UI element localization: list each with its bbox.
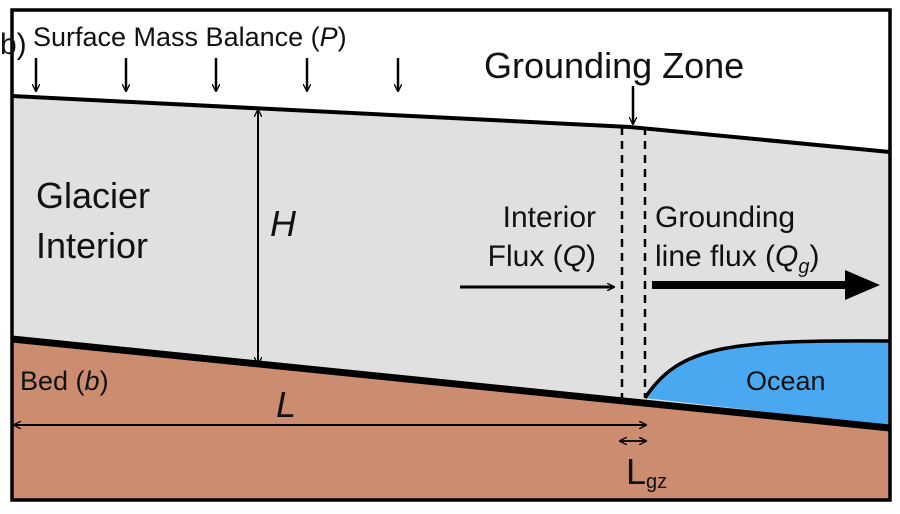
bed-region (12, 340, 890, 500)
grounding-line-flux-arrowhead (845, 270, 880, 300)
glacier-interior-label-line2: Interior (36, 225, 148, 266)
ocean-region (645, 340, 890, 426)
smb-arrows (36, 58, 398, 91)
frame-border (10, 8, 892, 502)
ice-surface-line (11, 94, 891, 154)
ice-region (12, 96, 890, 428)
gz-length-label: Lgz (626, 451, 667, 493)
length-label: L (276, 384, 296, 425)
grounding-zone-label: Grounding Zone (484, 45, 744, 86)
bed-line (11, 335, 891, 432)
thickness-label: H (270, 203, 297, 244)
bed-label: Bed (b) (20, 366, 109, 396)
grounding-line-flux-label-line2: line flux (Qg) (655, 240, 820, 278)
ice-shelf-base-line (643, 339, 891, 399)
glacier-interior-label-line1: Glacier (36, 175, 150, 216)
interior-flux-label-line2: Flux (Q) (488, 240, 596, 273)
panel-label: b) (0, 28, 27, 61)
smb-label: Surface Mass Balance (P) (33, 22, 347, 52)
grounding-line-flux-label-line1: Grounding (655, 201, 795, 234)
interior-flux-label-line1: Interior (503, 201, 596, 234)
ocean-label: Ocean (746, 366, 826, 396)
